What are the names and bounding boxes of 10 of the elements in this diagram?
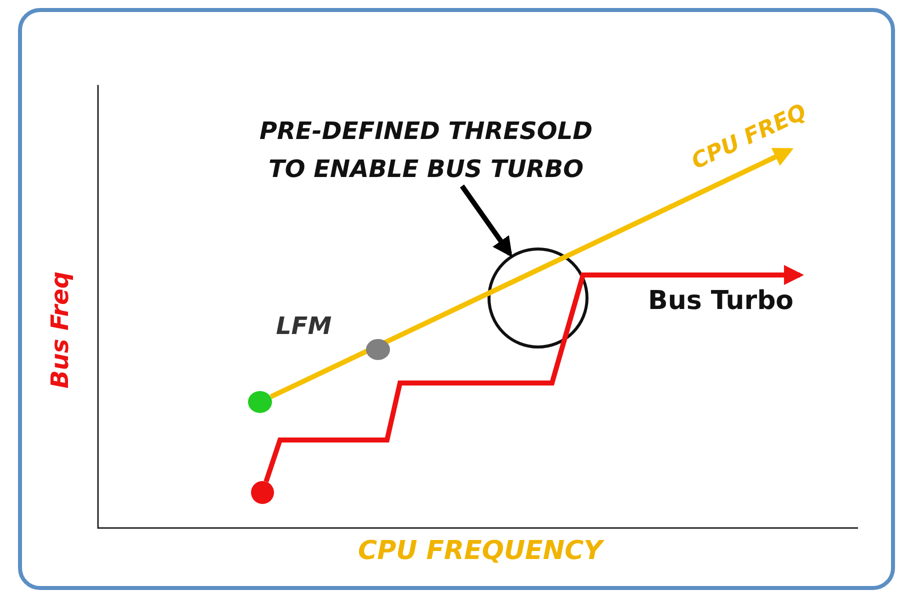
axis-title: Bus Freq (46, 271, 74, 389)
arrow (270, 148, 794, 400)
point-label: LFM (276, 312, 332, 340)
axis-title: CPU FREQUENCY (358, 536, 602, 566)
arrow (460, 184, 512, 258)
line-label: Bus Turbo (648, 286, 794, 316)
dot-marker (248, 391, 272, 413)
annotation-text: PRE-DEFINED THRESOLD TO ENABLE BUS TURBO (246, 112, 606, 192)
arrow (264, 265, 804, 482)
dot-marker (251, 481, 274, 504)
